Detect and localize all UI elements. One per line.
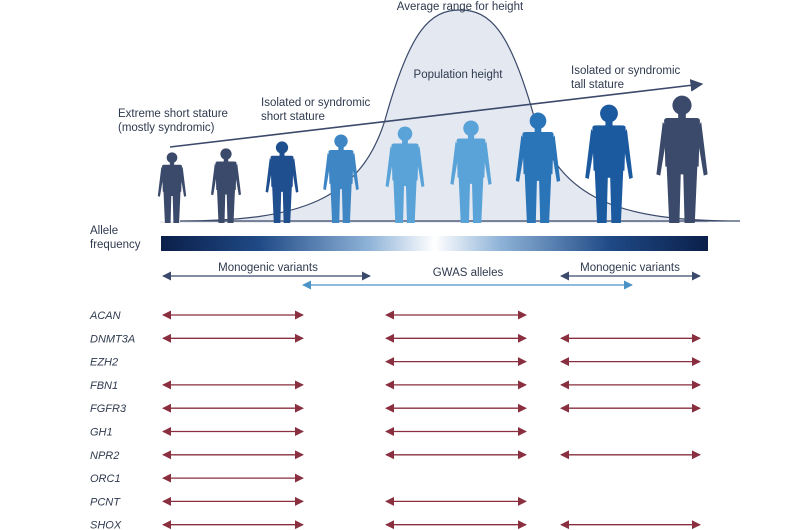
trend-arrow	[169, 78, 704, 148]
monogenic-right-label: Monogenic variants	[580, 262, 680, 274]
gene-label: GH1	[90, 427, 113, 439]
human-figure-6	[450, 120, 492, 223]
gene-label: NPR2	[90, 450, 119, 462]
gene-label: FBN1	[90, 380, 118, 392]
isolated-tall-label-2: tall stature	[571, 79, 624, 91]
isolated-tall-label-1: Isolated or syndromic	[571, 65, 681, 77]
human-figure-9	[656, 95, 708, 223]
curve-title: Average range for height	[397, 1, 524, 13]
gene-row-ezh2: EZH2	[90, 357, 701, 369]
gene-row-dnmt3a: DNMT3A	[90, 333, 701, 345]
human-figure-2	[211, 148, 241, 223]
extreme-short-label-1: Extreme short stature	[118, 108, 228, 120]
monogenic-left-label: Monogenic variants	[218, 262, 318, 274]
allele-frequency-bar	[161, 236, 708, 251]
gene-row-pcnt: PCNT	[90, 496, 527, 508]
allele-label-1: Allele	[90, 225, 118, 237]
isolated-short-label-1: Isolated or syndromic	[261, 97, 371, 109]
human-figure-5	[385, 126, 425, 223]
human-figure-7	[515, 112, 561, 223]
human-figure-8	[585, 104, 633, 223]
isolated-short-label-2: short stature	[261, 111, 325, 123]
gene-label: SHOX	[90, 520, 122, 530]
human-figure-1	[157, 152, 187, 223]
gene-label: DNMT3A	[90, 333, 135, 345]
gene-row-shox: SHOX	[90, 520, 701, 530]
gene-row-fgfr3: FGFR3	[90, 403, 701, 415]
gene-row-gh1: GH1	[90, 427, 527, 439]
population-label: Population height	[414, 69, 504, 81]
gene-row-npr2: NPR2	[90, 450, 701, 462]
gene-label: EZH2	[90, 357, 118, 369]
gwas-label: GWAS alleles	[433, 267, 504, 279]
gene-label: ORC1	[90, 473, 121, 485]
gene-row-fbn1: FBN1	[90, 380, 701, 392]
extreme-short-label-2: (mostly syndromic)	[118, 122, 215, 134]
human-figure-3	[265, 141, 299, 223]
gene-label: ACAN	[89, 310, 121, 322]
gene-row-acan: ACAN	[89, 310, 527, 322]
human-figures	[157, 95, 708, 223]
human-figure-4	[323, 134, 359, 223]
gene-label: PCNT	[90, 496, 121, 508]
gene-label: FGFR3	[90, 403, 127, 415]
allele-label-2: frequency	[90, 239, 141, 251]
gene-row-orc1: ORC1	[90, 473, 304, 485]
